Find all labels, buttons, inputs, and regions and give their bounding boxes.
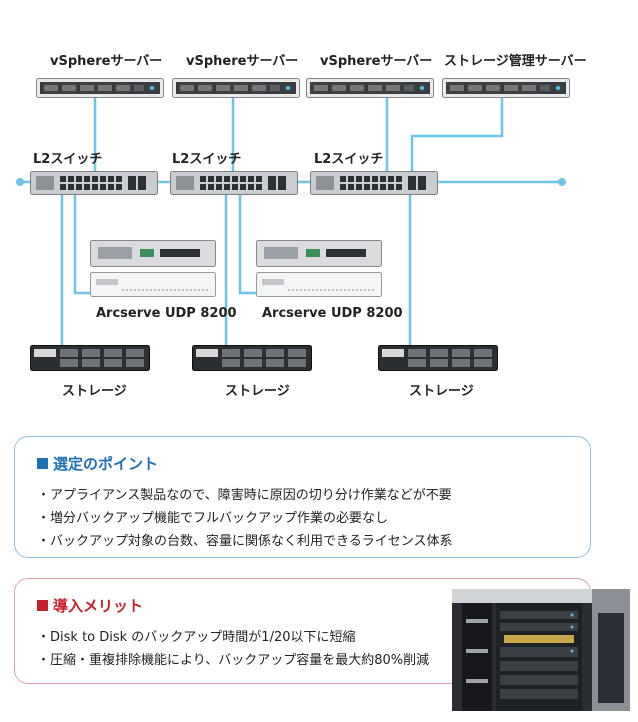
selection-points-list: アプライアンス製品なので、障害時に原因の切り分け作業などが不要 増分バックアップ… [37, 484, 590, 553]
list-item: バックアップ対象の台数、容量に関係なく利用できるライセンス体系 [37, 530, 590, 553]
list-item: 増分バックアップ機能でフルバックアップ作業の必要なし [37, 507, 590, 530]
benefits-list: Disk to Disk のバックアップ時間が1/20以下に短縮 圧縮・重複排除… [37, 626, 590, 672]
switch-label: L2スイッチ [314, 152, 384, 167]
selection-points-title: 選定のポイント [53, 455, 159, 473]
server-label: vSphereサーバー [186, 54, 299, 69]
storage-unit-icon [378, 345, 498, 371]
list-item: アプライアンス製品なので、障害時に原因の切り分け作業などが不要 [37, 484, 590, 507]
appliance-label: Arcserve UDP 8200 [96, 306, 237, 321]
network-switch-icon [310, 171, 438, 195]
benefits-title: 導入メリット [53, 597, 144, 615]
server-label: ストレージ管理サーバー [444, 54, 587, 69]
network-switch-icon [30, 171, 158, 195]
rack-server-icon [442, 78, 570, 98]
storage-unit-icon [192, 345, 312, 371]
server-label: vSphereサーバー [320, 54, 433, 69]
storage-unit-icon [30, 345, 150, 371]
list-item: 圧縮・重複排除機能により、バックアップ容量を最大約80%削減 [37, 649, 590, 672]
square-bullet-icon [37, 600, 48, 611]
rack-server-icon [306, 78, 434, 98]
list-item: Disk to Disk のバックアップ時間が1/20以下に短縮 [37, 626, 590, 649]
square-bullet-icon [37, 458, 48, 469]
switch-label: L2スイッチ [33, 152, 103, 167]
selection-points-heading: 選定のポイント [37, 453, 590, 474]
backup-appliance-icon [90, 240, 216, 297]
benefits-heading: 導入メリット [37, 595, 590, 616]
switch-label: L2スイッチ [172, 152, 242, 167]
server-label: vSphereサーバー [50, 54, 163, 69]
selection-points-box: 選定のポイント アプライアンス製品なので、障害時に原因の切り分け作業などが不要 … [14, 436, 591, 558]
backup-appliance-icon [256, 240, 382, 297]
storage-label: ストレージ [225, 384, 290, 399]
server-rack-photo [452, 589, 630, 711]
network-switch-icon [170, 171, 298, 195]
rack-server-icon [36, 78, 164, 98]
appliance-label: Arcserve UDP 8200 [262, 306, 403, 321]
rack-server-icon [172, 78, 300, 98]
storage-label: ストレージ [62, 384, 127, 399]
storage-label: ストレージ [409, 384, 474, 399]
